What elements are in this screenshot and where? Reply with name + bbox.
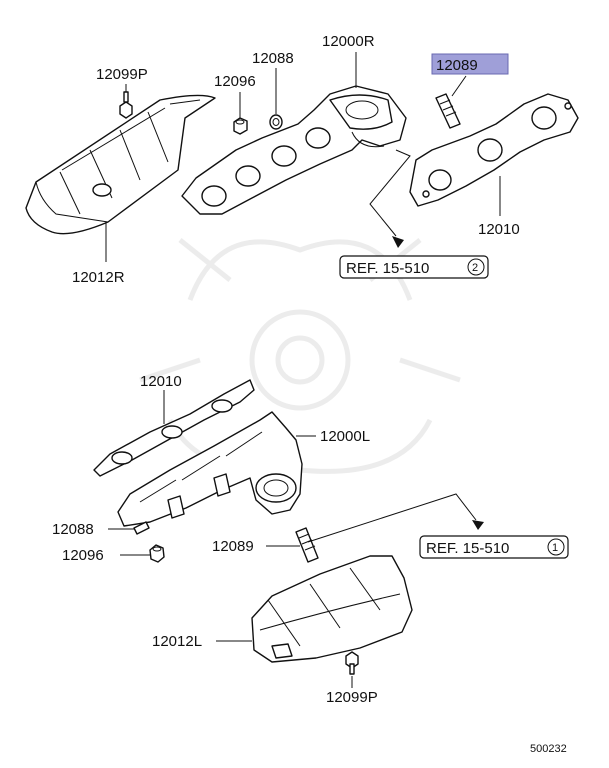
label-12096-top: 12096 [214,73,256,90]
heat-protector-right[interactable] [25,94,216,235]
nut-bottom[interactable] [149,544,165,563]
label-12000l: 12000L [320,428,370,445]
ref-box-lower[interactable]: REF. 15-510 1 [419,535,569,559]
label-12010-top: 12010 [478,221,520,238]
washer-top[interactable] [269,114,283,130]
stud-bolt-top[interactable] [435,93,461,129]
flange-bolt-top[interactable] [119,91,133,119]
label-12088-bottom: 12088 [52,521,94,538]
exhaust-manifold-right[interactable] [181,85,407,215]
heat-protector-left[interactable] [251,555,413,663]
ref-box-upper[interactable]: REF. 15-510 2 [339,255,489,279]
label-12099p-top: 12099P [96,66,148,83]
ref-num-lower: 1 [552,542,558,554]
upper-leader-lines [105,52,501,262]
ref-text-upper: REF. 15-510 [346,260,429,277]
label-12089-top[interactable]: 12089 [436,57,478,74]
manifold-gasket-bottom[interactable] [93,379,255,477]
lower-leader-lines [108,390,477,688]
label-12099p-bottom: 12099P [326,689,378,706]
manifold-gasket-top[interactable] [409,93,579,207]
label-12010-bottom: 12010 [140,373,182,390]
ref-arrow-lower [472,520,484,530]
nut-top[interactable] [233,117,248,135]
exhaust-manifold-left[interactable] [117,411,303,527]
ref-arrow-upper [392,236,404,248]
flange-bolt-bottom[interactable] [345,651,359,675]
label-12012r: 12012R [72,269,125,286]
diagram-code: 500232 [530,743,567,755]
label-12088-top: 12088 [252,50,294,67]
ref-num-upper: 2 [472,262,478,274]
washer-bottom[interactable] [133,521,150,535]
label-12000r: 12000R [322,33,375,50]
label-12012l: 12012L [152,633,202,650]
ref-text-lower: REF. 15-510 [426,540,509,557]
part-highlight-12089 [431,53,509,75]
label-12096-bottom: 12096 [62,547,104,564]
label-12089-bottom: 12089 [212,538,254,555]
stud-bolt-bottom[interactable] [295,527,319,563]
